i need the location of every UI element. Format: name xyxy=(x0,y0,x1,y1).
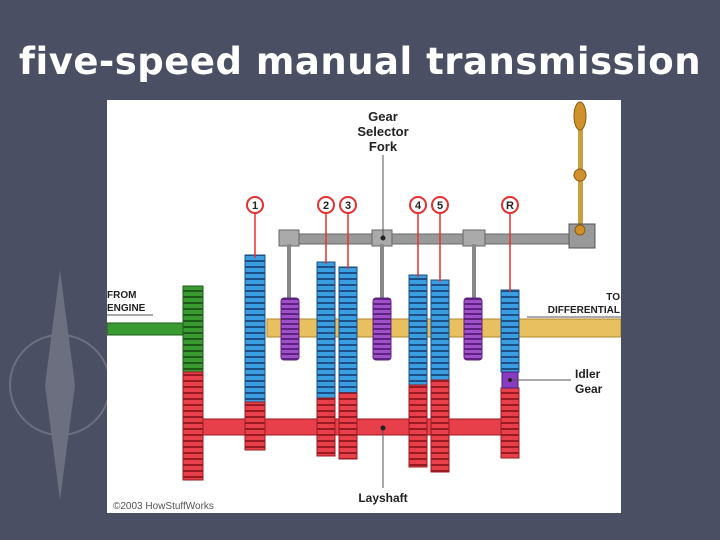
gear-4-output xyxy=(408,274,428,386)
badge-1: 1 xyxy=(246,196,264,258)
compass-watermark xyxy=(9,270,111,500)
badge-5: 5 xyxy=(431,196,449,282)
gear-3-output xyxy=(338,266,358,394)
gear-r-output xyxy=(500,289,520,373)
collar-5-r xyxy=(463,297,483,361)
badge-2: 2 xyxy=(317,196,335,264)
gear-3-layshaft xyxy=(338,392,358,460)
fork-stem-2 xyxy=(380,244,384,300)
gear-1-layshaft xyxy=(244,401,266,451)
output-label-line2: DIFFERENTIAL xyxy=(548,305,620,316)
fork-mount-1 xyxy=(278,229,300,247)
shift-knob xyxy=(573,101,587,131)
lever-pivot-1 xyxy=(573,168,587,182)
badge-4-label: 4 xyxy=(415,200,422,212)
collar-1-2 xyxy=(280,297,300,361)
badge-4: 4 xyxy=(409,196,427,277)
idler-label-line2: Gear xyxy=(575,382,603,396)
layshaft-pointer-dot xyxy=(380,425,386,431)
gear-5-output xyxy=(430,279,450,381)
input-gear xyxy=(182,285,204,373)
fork-stem-1 xyxy=(287,244,291,300)
gear-2-layshaft xyxy=(316,397,336,457)
gear-2-output xyxy=(316,261,336,399)
idler-label-line1: Idler xyxy=(575,367,601,381)
gear-4-layshaft xyxy=(408,384,428,468)
badge-3: 3 xyxy=(339,196,357,269)
diagram-canvas: 1 2 3 4 5 R Gear Selector Fork FROM ENGI… xyxy=(107,101,621,512)
fork-label-line2: Selector xyxy=(357,124,408,139)
gear-1-output xyxy=(244,254,266,404)
fork-stem-3 xyxy=(472,244,476,300)
gear-r-layshaft xyxy=(500,387,520,459)
selector-rod xyxy=(278,233,580,245)
badge-5-label: 5 xyxy=(437,200,443,212)
collar-3-4 xyxy=(372,297,392,361)
lever-box xyxy=(568,223,596,249)
fork-label-line3: Fork xyxy=(369,139,398,154)
layshaft-drive-gear xyxy=(182,371,204,481)
input-label-line2: ENGINE xyxy=(107,303,146,314)
copyright-text: ©2003 HowStuffWorks xyxy=(113,501,214,512)
idler-gear-dot xyxy=(508,378,512,382)
badge-r-label: R xyxy=(506,200,514,212)
fork-label-line1: Gear xyxy=(368,109,398,124)
transmission-diagram: 1 2 3 4 5 R Gear Selector Fork FROM ENGI… xyxy=(107,100,621,513)
lever-pivot-2 xyxy=(574,224,586,236)
badge-3-label: 3 xyxy=(345,200,351,212)
badge-r: R xyxy=(501,196,519,292)
input-label-line1: FROM xyxy=(107,290,136,301)
badge-2-label: 2 xyxy=(323,200,329,212)
slide-title: five-speed manual transmission xyxy=(18,40,702,83)
gear-5-layshaft xyxy=(430,379,450,473)
badge-1-label: 1 xyxy=(252,200,258,212)
fork-mount-3 xyxy=(462,229,486,247)
layshaft-label: Layshaft xyxy=(358,491,407,505)
output-label-line1: TO xyxy=(606,292,620,303)
fork-pointer-dot xyxy=(380,235,386,241)
